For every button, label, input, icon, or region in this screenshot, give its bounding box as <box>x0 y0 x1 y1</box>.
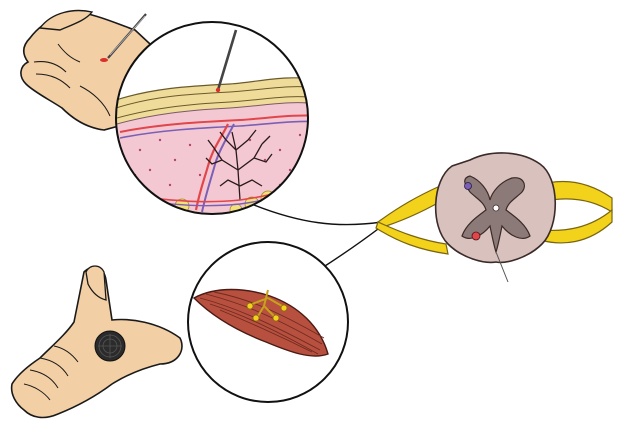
hand-with-patch <box>12 266 182 417</box>
central-canal <box>493 205 499 211</box>
left-spinal-nerve-lower <box>376 222 448 254</box>
muscle-magnifier <box>188 242 348 402</box>
ventral-horn-neuron <box>472 232 480 240</box>
dorsal-horn-neuron <box>465 183 472 190</box>
spinal-cord-cross-section <box>376 153 612 282</box>
skin-puncture-dot <box>216 88 220 92</box>
sensory-nerve-line <box>242 200 382 225</box>
puncture-mark <box>100 58 108 62</box>
